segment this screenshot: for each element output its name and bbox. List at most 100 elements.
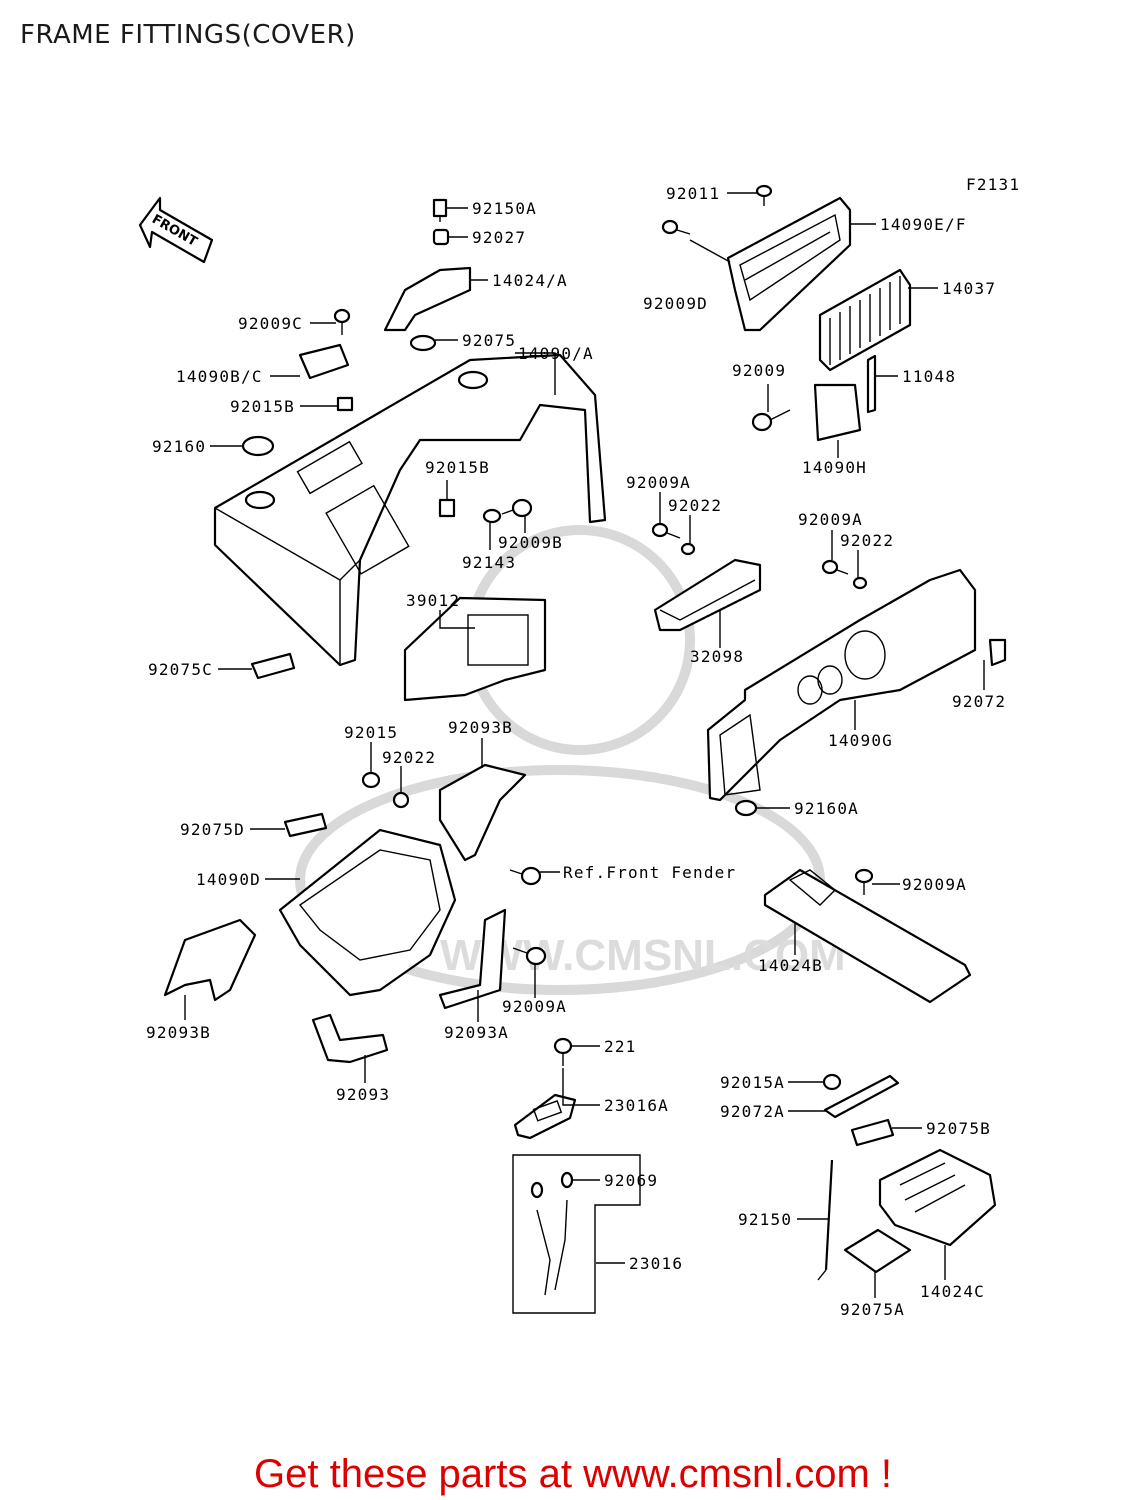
label-14024A: 14024/A: [492, 271, 568, 290]
label-92093B-2: 92093B: [146, 1023, 211, 1042]
box-23016: [512, 1154, 641, 1314]
label-92075: 92075: [462, 331, 516, 350]
label-32098: 32098: [690, 647, 744, 666]
label-92009A-3: 92009A: [502, 997, 567, 1016]
label-92072: 92072: [952, 692, 1006, 711]
bolt-92009A-1: [651, 522, 681, 539]
cover-14024C: [878, 1148, 997, 1247]
pad-92075B: [850, 1118, 895, 1147]
bracket-11048: [866, 354, 877, 414]
clip-92072: [988, 638, 1007, 667]
bracket-14024B: [763, 868, 972, 1004]
panel-14090G: [706, 568, 977, 802]
bolt-92009A-2: [821, 559, 849, 575]
label-92150: 92150: [738, 1210, 792, 1229]
label-92022-3: 92022: [382, 748, 436, 767]
plate-14090BC: [298, 343, 350, 380]
label-92015: 92015: [344, 723, 398, 742]
label-92075C: 92075C: [148, 660, 213, 679]
pad-92075D: [283, 812, 328, 838]
label-92075B: 92075B: [926, 1119, 991, 1138]
front-arrow-icon: FRONT: [138, 196, 214, 264]
bolt-92009B: [501, 498, 533, 518]
label-92015B-1: 92015B: [230, 397, 295, 416]
label-92093A: 92093A: [444, 1023, 509, 1042]
washer-92022-2: [852, 576, 868, 590]
label-92022-2: 92022: [840, 531, 894, 550]
lamp-23016A: [513, 1093, 577, 1140]
bracket-92093: [311, 1013, 389, 1064]
label-92015B-2: 92015B: [425, 458, 490, 477]
label-92093B-1: 92093B: [448, 718, 513, 737]
label-92160A: 92160A: [794, 799, 859, 818]
label-14090EF: 14090E/F: [880, 215, 967, 234]
bracket-92093B-2: [163, 918, 257, 1002]
label-92009C: 92009C: [238, 314, 303, 333]
nut-92015: [361, 771, 381, 789]
cover-14090EF: [726, 196, 852, 332]
panel-39012: [403, 596, 547, 702]
label-14090H: 14090H: [802, 458, 867, 477]
plate-14090H: [813, 383, 862, 442]
tray-14090D: [278, 828, 457, 997]
bracket-92093B-1: [438, 763, 527, 862]
radiator-14037: [818, 268, 912, 372]
page-title: FRAME FITTINGS(COVER): [20, 20, 356, 50]
bolt-92011: [755, 184, 773, 206]
bolt-92009D: [661, 219, 691, 235]
washer-92022-1: [680, 542, 696, 556]
grommet-92160A: [734, 799, 758, 817]
clip-92015B-1: [336, 396, 354, 412]
nut-92015A: [822, 1073, 842, 1091]
bracket-92093A: [438, 908, 507, 1010]
bolt-92009: [751, 409, 791, 432]
label-23016: 23016: [629, 1254, 683, 1273]
grommet-92160: [241, 435, 275, 457]
label-92150A: 92150A: [472, 199, 537, 218]
bolt-92009C: [333, 308, 351, 335]
label-92027: 92027: [472, 228, 526, 247]
label-92009A-1: 92009A: [626, 473, 691, 492]
label-14090BC: 14090B/C: [176, 367, 263, 386]
label-92009D: 92009D: [643, 294, 708, 313]
cover-14090A: [213, 353, 607, 667]
label-92009B: 92009B: [498, 533, 563, 552]
leader-lines: [184, 192, 985, 1298]
pad-92075C: [250, 652, 296, 680]
screw-221: [553, 1037, 573, 1066]
pad-92075A: [843, 1228, 912, 1274]
promo-link[interactable]: Get these parts at www.cmsnl.com !: [254, 1452, 892, 1496]
label-23016A: 23016A: [604, 1096, 669, 1115]
washer-92022-3: [392, 791, 410, 809]
label-92015A: 92015A: [720, 1073, 785, 1092]
label-92009A-4: 92009A: [902, 875, 967, 894]
label-92011: 92011: [666, 184, 720, 203]
label-92143: 92143: [462, 553, 516, 572]
bolt-ref-front-fender: [509, 866, 542, 886]
label-92075D: 92075D: [180, 820, 245, 839]
label-11048: 11048: [902, 367, 956, 386]
label-221: 221: [604, 1037, 637, 1056]
nut-92143: [482, 508, 502, 524]
bolt-92150A: [432, 198, 448, 222]
watermark-text: WWW.CMSNL.COM: [440, 931, 846, 980]
grommet-92075: [409, 334, 437, 352]
label-14090G: 14090G: [828, 731, 893, 750]
strap-92072A: [823, 1074, 900, 1119]
label-92009: 92009: [732, 361, 786, 380]
label-14024B: 14024B: [758, 956, 823, 975]
label-14090D: 14090D: [196, 870, 261, 889]
label-92022-1: 92022: [668, 496, 722, 515]
part-labels: 92150A 92027 14024/A 92075 92009C 14090B…: [146, 184, 1006, 1319]
label-92009A-2: 92009A: [798, 510, 863, 529]
box-32098: [653, 558, 762, 632]
bolt-92009A-4: [854, 868, 874, 895]
label-92069: 92069: [604, 1171, 658, 1190]
label-14024C: 14024C: [920, 1282, 985, 1301]
figure-code: F2131: [966, 175, 1020, 194]
label-92160: 92160: [152, 437, 206, 456]
bulbs-92069: [530, 1171, 574, 1296]
label-14090A: 14090/A: [518, 344, 594, 363]
label-ref-front-fender: Ref.Front Fender: [563, 863, 736, 882]
